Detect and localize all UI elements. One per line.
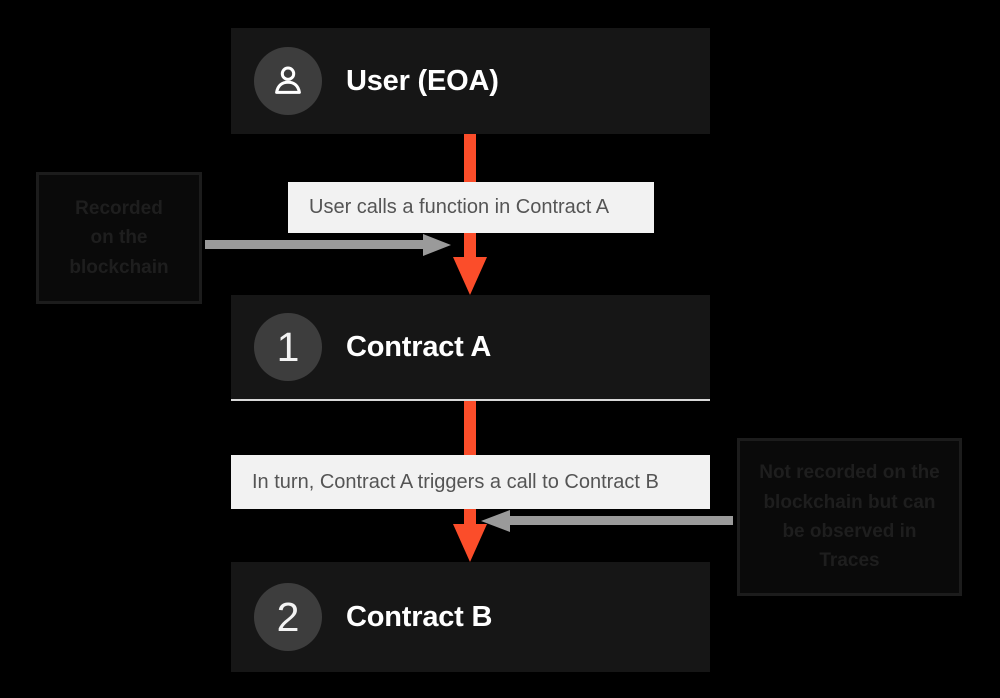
avatar [254,47,322,115]
annotation-recorded-line-1: Recorded [75,197,163,219]
annotation-recorded-line-2: on the [90,227,148,249]
annotation-not-recorded: Not recorded on the blockchain but can b… [737,438,962,596]
step-badge-2: 2 [254,583,322,651]
annotation-not-recorded-line-4: Traces [819,550,880,572]
step-badge-1-number: 1 [276,323,300,370]
caption-contract-a-triggers: In turn, Contract A triggers a call to C… [231,455,710,509]
step-badge-1: 1 [254,313,322,381]
annotation-not-recorded-line-2: blockchain but can [763,491,936,513]
arrow-annotation-not-recorded [481,510,733,532]
node-user[interactable]: User (EOA) [231,28,710,134]
node-user-label: User (EOA) [346,64,499,97]
node-contract-b-label: Contract B [346,600,493,633]
arrow-annotation-recorded [205,234,451,256]
caption-contract-a-triggers-text: In turn, Contract A triggers a call to C… [252,470,659,493]
annotation-recorded-line-3: blockchain [69,256,169,278]
caption-user-calls-text: User calls a function in Contract A [309,196,610,218]
annotation-not-recorded-line-1: Not recorded on the [759,462,940,484]
person-icon [275,66,301,94]
node-contract-b[interactable]: 2 Contract B [231,562,710,672]
node-contract-a[interactable]: 1 Contract A [231,295,710,401]
annotation-recorded: Recorded on the blockchain [36,172,202,304]
annotation-not-recorded-line-3: be observed in [782,521,917,542]
caption-user-calls: User calls a function in Contract A [288,182,654,233]
node-contract-a-label: Contract A [346,330,492,363]
step-badge-2-number: 2 [276,593,300,640]
